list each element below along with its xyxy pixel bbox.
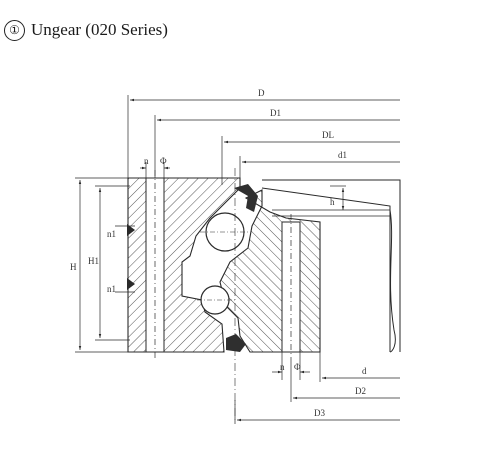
label-H: H bbox=[70, 262, 77, 272]
label-D: D bbox=[258, 88, 265, 98]
inner-mounting-hole bbox=[281, 221, 301, 353]
label-H1: H1 bbox=[88, 256, 99, 266]
label-d: d bbox=[362, 366, 367, 376]
bottom-seal bbox=[226, 334, 246, 352]
label-n-bottom: n bbox=[280, 362, 285, 372]
label-DL: DL bbox=[322, 130, 334, 140]
label-h: h bbox=[330, 197, 335, 207]
top-seal bbox=[234, 184, 258, 212]
rolling-elements bbox=[197, 168, 250, 420]
vertical-dimensions: H H1 n1 n1 h bbox=[70, 177, 346, 353]
outer-ring-section bbox=[127, 170, 241, 358]
seals bbox=[226, 184, 258, 352]
label-d1: d1 bbox=[338, 150, 347, 160]
top-dimensions: D D1 DL d1 n Φ bbox=[127, 88, 400, 185]
caption-title: Ungear (020 Series) bbox=[31, 20, 168, 39]
label-phi-bottom: Φ bbox=[294, 362, 301, 372]
mounting-structure bbox=[261, 179, 401, 353]
label-n1-top: n1 bbox=[107, 229, 116, 239]
inner-ring-section bbox=[219, 189, 321, 362]
label-D3: D3 bbox=[314, 408, 325, 418]
label-n1-bottom: n1 bbox=[107, 284, 116, 294]
figure-caption: ① Ungear (020 Series) bbox=[4, 20, 168, 41]
label-D2: D2 bbox=[355, 386, 366, 396]
label-n-top: n bbox=[144, 156, 149, 166]
caption-index: ① bbox=[4, 20, 25, 41]
label-D1: D1 bbox=[270, 108, 281, 118]
label-phi-top: Φ bbox=[160, 156, 167, 166]
bottom-dimensions: n Φ d D2 D3 bbox=[234, 352, 400, 424]
